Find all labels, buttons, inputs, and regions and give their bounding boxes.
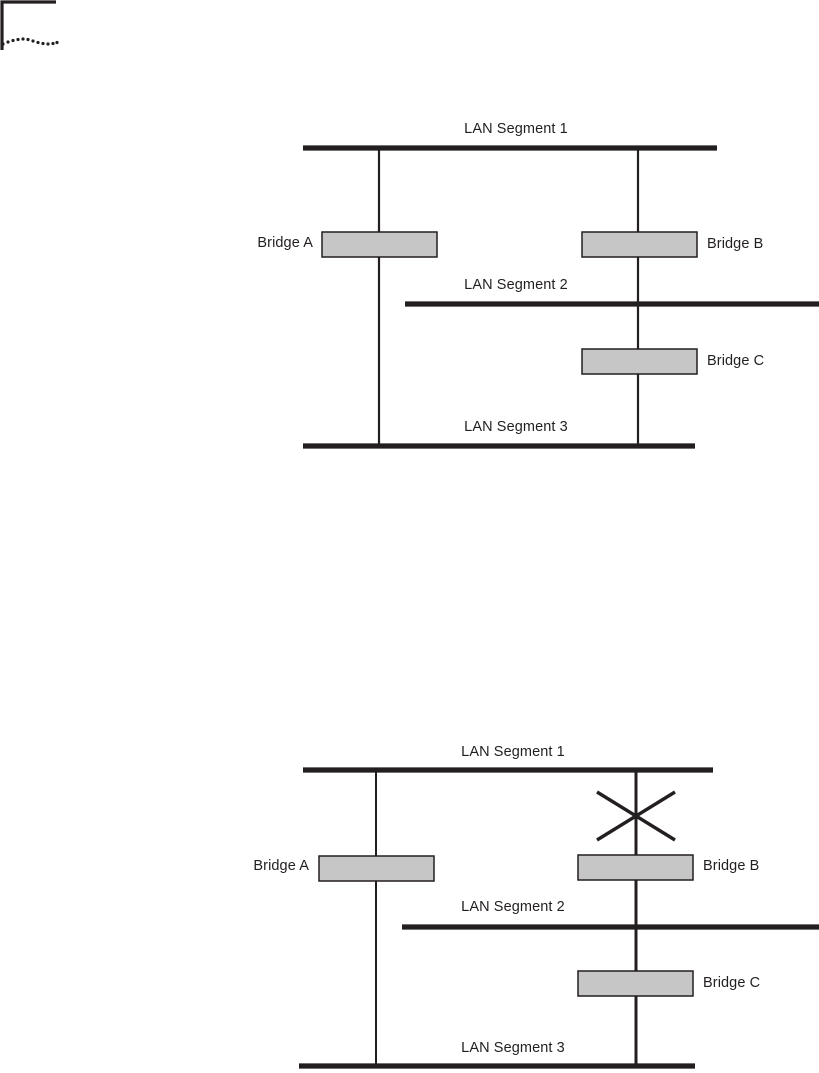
blocked-link-marker-blocked-uplink-bridge-b <box>596 790 676 842</box>
diagram-bridged-lan-topology: LAN Segment 1 LAN Segment 2 LAN Segment 3 B… <box>0 110 819 470</box>
lan-segment-label-seg2: LAN Segment 2 <box>461 899 565 915</box>
bridge-label-bridge-b: Bridge B <box>703 858 760 874</box>
bridge-box-bridge-a[interactable] <box>318 855 435 882</box>
lan-segment-label-seg2: LAN Segment 2 <box>464 277 568 293</box>
bridge-label-bridge-a: Bridge A <box>257 235 313 251</box>
lan-segment-label-seg1: LAN Segment 1 <box>464 121 568 137</box>
lan-segment-label-seg3: LAN Segment 3 <box>461 1040 565 1056</box>
lan-segment-label-seg3: LAN Segment 3 <box>464 419 568 435</box>
corner-figure-artifact <box>0 0 62 50</box>
bridge-box-bridge-c[interactable] <box>577 970 694 997</box>
x-cross-stroke-up <box>596 790 676 842</box>
bridge-box-bridge-c[interactable] <box>581 348 698 375</box>
lan-segment-label-seg1: LAN Segment 1 <box>461 744 565 760</box>
bridge-box-bridge-b[interactable] <box>581 231 698 258</box>
bridge-box-bridge-b[interactable] <box>577 854 694 881</box>
bridge-label-bridge-c: Bridge C <box>703 975 761 991</box>
bridge-label-bridge-b: Bridge B <box>707 236 764 252</box>
bridge-box-bridge-a[interactable] <box>321 231 438 258</box>
bridge-label-bridge-a: Bridge A <box>253 858 309 874</box>
bridge-label-bridge-c: Bridge C <box>707 353 765 369</box>
diagram-bridged-lan-blocked-link: LAN Segment 1 LAN Segment 2 LAN Segment 3 B… <box>0 733 819 1073</box>
